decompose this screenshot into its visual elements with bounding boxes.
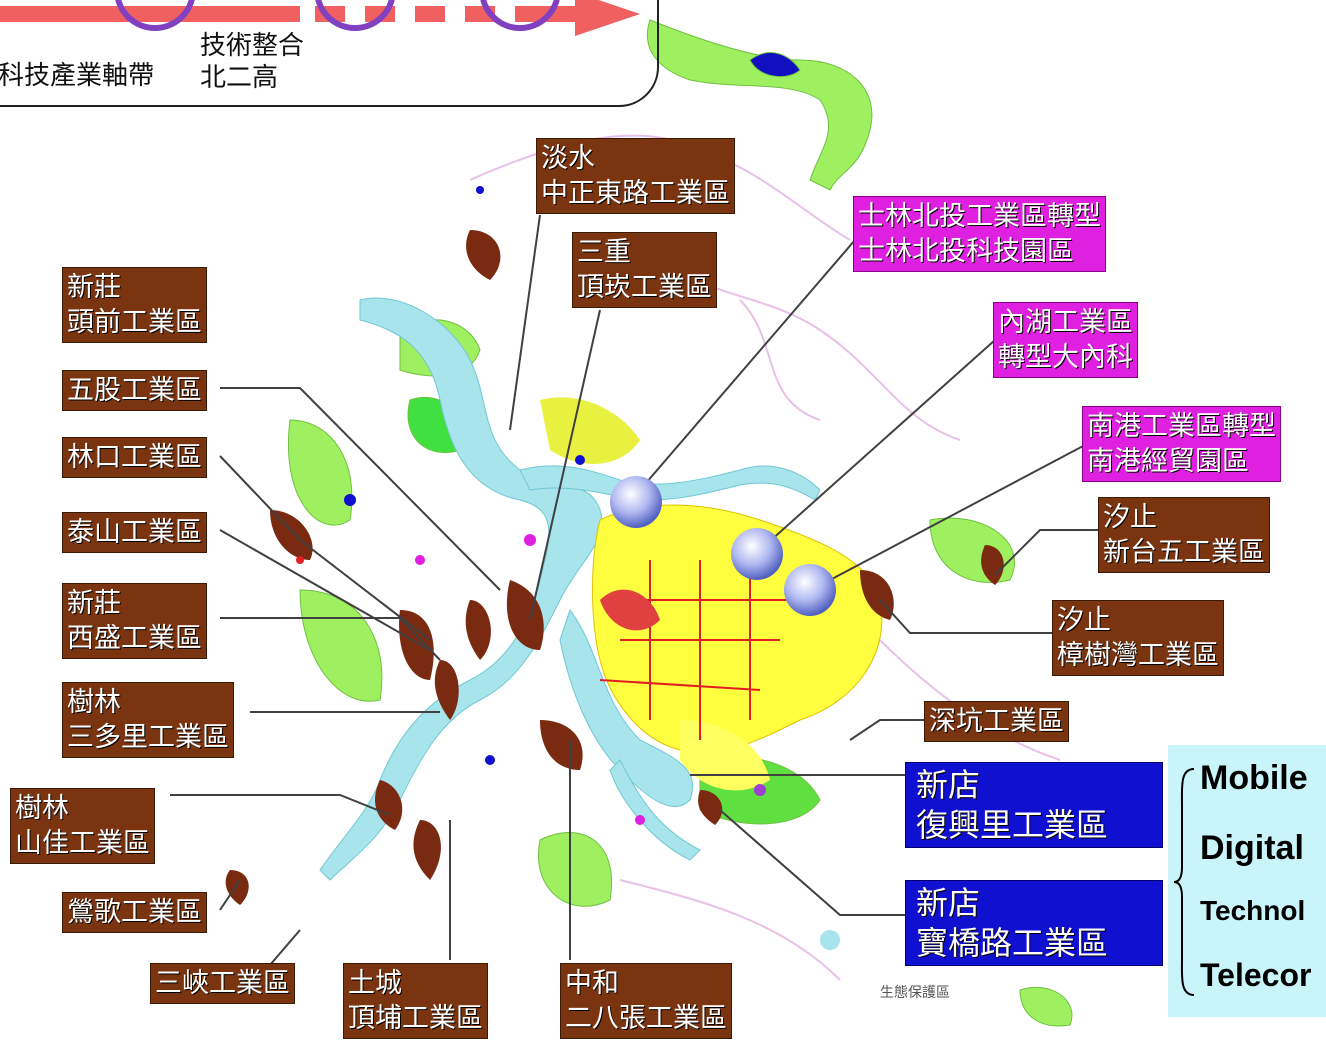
- land-use-dots: [296, 186, 840, 950]
- label-shilin-line2: 士林北投科技園區: [858, 236, 1074, 267]
- label-neihu-line2: 轉型大內科: [998, 342, 1133, 373]
- label-tamsui-line1: 淡水: [541, 143, 595, 174]
- label-xizhi-xintaiwu: 汐止 新台五工業區: [1098, 497, 1270, 573]
- label-xinzhuang1-line1: 新莊: [67, 272, 121, 303]
- tech-panel: Mobile Digital Technol Telecor: [1168, 745, 1326, 1017]
- label-xizhi2-line1: 汐止: [1057, 605, 1111, 636]
- label-xindian1-line2: 復興里工業區: [916, 806, 1109, 844]
- label-tucheng: 土城 頂埔工業區: [343, 963, 488, 1039]
- label-shenkeng: 深坑工業區: [924, 701, 1069, 742]
- tech-item-telecom: Telecor: [1200, 957, 1312, 993]
- river: [319, 297, 821, 881]
- tech-node-nangang: [784, 564, 836, 616]
- industrial-zones: [225, 230, 1004, 905]
- legend-freeway: 北二高: [200, 63, 279, 93]
- label-yingge-line1: 鶯歌工業區: [67, 897, 202, 928]
- label-sanchong-line2: 頂崁工業區: [577, 272, 712, 303]
- brace-icon: [1173, 768, 1195, 996]
- tech-node-neihu: [731, 528, 783, 580]
- label-sanchong: 三重 頂崁工業區: [572, 232, 717, 308]
- label-wugu-line1: 五股工業區: [67, 375, 202, 406]
- label-sanchong-line1: 三重: [577, 237, 631, 268]
- label-taishan-line1: 泰山工業區: [67, 517, 202, 548]
- map-note: 生態保護區: [880, 985, 950, 1001]
- label-zhonghe-line1: 中和: [565, 968, 619, 999]
- tech-node-shilin: [610, 476, 662, 528]
- label-xindian2-line1: 新店: [916, 884, 981, 922]
- label-shilin-beitou: 士林北投工業區轉型 士林北投科技園區: [853, 196, 1106, 272]
- label-nangang-line1: 南港工業區轉型: [1087, 411, 1276, 442]
- label-tucheng-line1: 土城: [348, 968, 402, 999]
- label-tucheng-line2: 頂埔工業區: [348, 1003, 483, 1034]
- label-shulin2-line2: 山佳工業區: [15, 828, 150, 859]
- label-sanxia: 三峽工業區: [150, 963, 295, 1004]
- label-xindian-fuxingli: 新店 復興里工業區: [905, 762, 1163, 848]
- label-neihu: 內湖工業區 轉型大內科: [993, 302, 1138, 378]
- label-linkou: 林口工業區: [62, 437, 207, 478]
- tech-item-mobile: Mobile: [1200, 759, 1308, 797]
- label-xinzhuang2-line1: 新莊: [67, 588, 121, 619]
- green-zones: [288, 19, 1073, 1027]
- tech-item-technology: Technol: [1200, 895, 1306, 926]
- legend-tech-integration: 技術整合: [200, 31, 305, 61]
- leader-lines: [170, 214, 1100, 966]
- label-xindian-baoqiao: 新店 寶橋路工業區: [905, 880, 1163, 966]
- legend-box: [0, 0, 659, 107]
- label-taishan: 泰山工業區: [62, 512, 207, 553]
- label-xindian1-line1: 新店: [916, 766, 981, 804]
- label-tamsui-line2: 中正東路工業區: [541, 178, 730, 209]
- label-xizhi-zhangshuwan: 汐止 樟樹灣工業區: [1052, 600, 1224, 676]
- legend-axis-label: 科技產業軸帶: [0, 61, 155, 91]
- label-tamsui: 淡水 中正東路工業區: [536, 138, 735, 214]
- label-shulin1-line2: 三多里工業區: [67, 722, 229, 753]
- label-xindian2-line2: 寶橋路工業區: [916, 924, 1109, 962]
- label-nangang: 南港工業區轉型 南港經貿園區: [1082, 406, 1281, 482]
- label-neihu-line1: 內湖工業區: [998, 307, 1133, 338]
- label-xizhi1-line2: 新台五工業區: [1103, 537, 1265, 568]
- label-xizhi1-line1: 汐止: [1103, 502, 1157, 533]
- label-xinzhuang-xisheng: 新莊 西盛工業區: [62, 583, 207, 659]
- label-shulin-shanjia: 樹林 山佳工業區: [10, 788, 155, 864]
- label-xinzhuang-touqian: 新莊 頭前工業區: [62, 267, 207, 343]
- label-shulin1-line1: 樹林: [67, 687, 121, 718]
- label-shenkeng-line1: 深坑工業區: [929, 706, 1064, 737]
- label-xizhi2-line2: 樟樹灣工業區: [1057, 640, 1219, 671]
- label-xinzhuang1-line2: 頭前工業區: [67, 307, 202, 338]
- label-shulin2-line1: 樹林: [15, 793, 69, 824]
- label-zhonghe-line2: 二八張工業區: [565, 1003, 727, 1034]
- label-yingge: 鶯歌工業區: [62, 892, 207, 933]
- label-linkou-line1: 林口工業區: [67, 442, 202, 473]
- tech-item-digital: Digital: [1200, 829, 1304, 867]
- legend-arrow: [0, 0, 640, 36]
- label-shilin-line1: 士林北投工業區轉型: [858, 201, 1101, 232]
- label-xinzhuang2-line2: 西盛工業區: [67, 623, 202, 654]
- label-sanxia-line1: 三峽工業區: [155, 968, 290, 999]
- label-zhonghe: 中和 二八張工業區: [560, 963, 732, 1039]
- label-nangang-line2: 南港經貿園區: [1087, 446, 1249, 477]
- label-shulin-sanduoli: 樹林 三多里工業區: [62, 682, 234, 758]
- label-wugu: 五股工業區: [62, 370, 207, 411]
